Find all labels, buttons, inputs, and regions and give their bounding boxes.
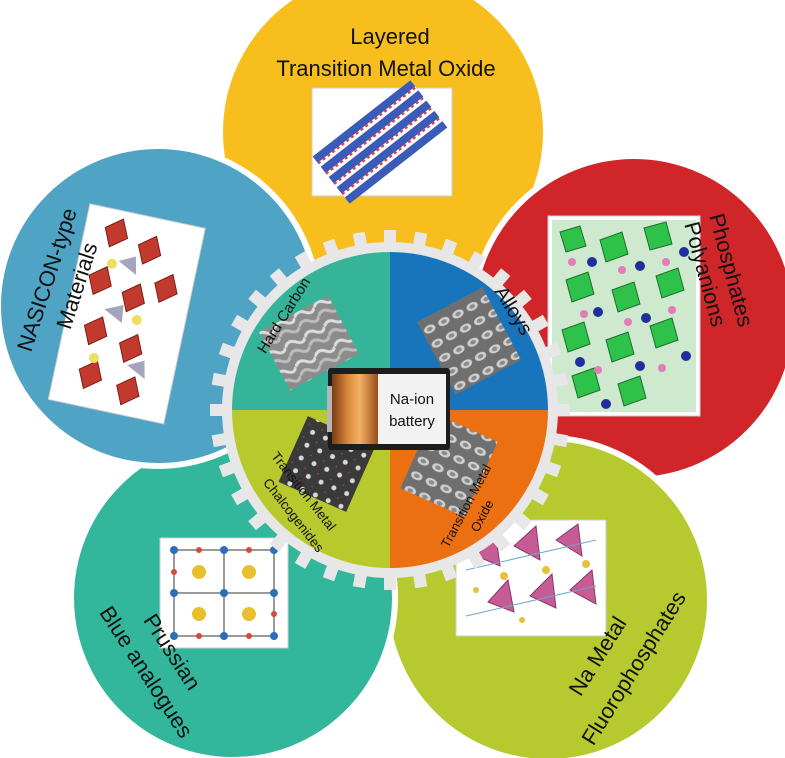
gear-tooth (510, 289, 532, 311)
gear-tooth (352, 568, 368, 589)
gear-tooth (412, 568, 428, 589)
phosphates-structure-image (547, 215, 701, 417)
gear-tooth (294, 251, 315, 273)
prussian-structure-image (159, 537, 289, 649)
battery-label-line1: Na-ion (390, 391, 434, 408)
gear-tooth (540, 459, 562, 478)
hard-carbon-sem-image (259, 295, 359, 391)
gear-tooth (218, 459, 240, 478)
gear-tooth (489, 268, 511, 290)
gear-tooth (548, 432, 569, 448)
gear-tooth (510, 509, 532, 531)
gear-tooth (527, 314, 549, 335)
gear-tooth (294, 547, 315, 569)
gear-tooth (384, 572, 396, 590)
layered-structure-image (311, 80, 453, 204)
gear-tooth (322, 238, 341, 260)
alloys-sem-image (417, 287, 521, 395)
gear-tooth (231, 485, 253, 506)
gear-tooth (269, 268, 291, 290)
nasicon-structure-image (47, 203, 206, 425)
gear-tooth (439, 560, 458, 582)
gear-tooth (269, 530, 291, 552)
gear-tooth (465, 251, 486, 273)
gear-tooth (352, 231, 368, 252)
petal-layered-label-line2: Transition Metal Oxide (276, 56, 495, 81)
gear-tooth (248, 289, 270, 311)
gear-tooth (384, 230, 396, 248)
gear-tooth (322, 560, 341, 582)
gear-tooth (210, 404, 228, 416)
gear-tooth (412, 231, 428, 252)
gear-tooth (552, 404, 570, 416)
gear-tooth (218, 342, 240, 361)
gear-tooth (211, 372, 232, 388)
gear-tooth (527, 485, 549, 506)
gear-tooth (540, 342, 562, 361)
gear-tooth (489, 530, 511, 552)
petal-layered-label-line1: Layered (350, 24, 430, 49)
gear-tooth (231, 314, 253, 335)
gear-tooth (548, 372, 569, 388)
battery-terminal (327, 386, 332, 432)
gear-tooth (211, 432, 232, 448)
battery-label-line2: battery (389, 413, 435, 430)
gear-tooth (439, 238, 458, 260)
battery: Na-ion battery (327, 368, 450, 450)
gear-tooth (248, 509, 270, 531)
battery-cell (332, 374, 378, 444)
gear-tooth (465, 547, 486, 569)
